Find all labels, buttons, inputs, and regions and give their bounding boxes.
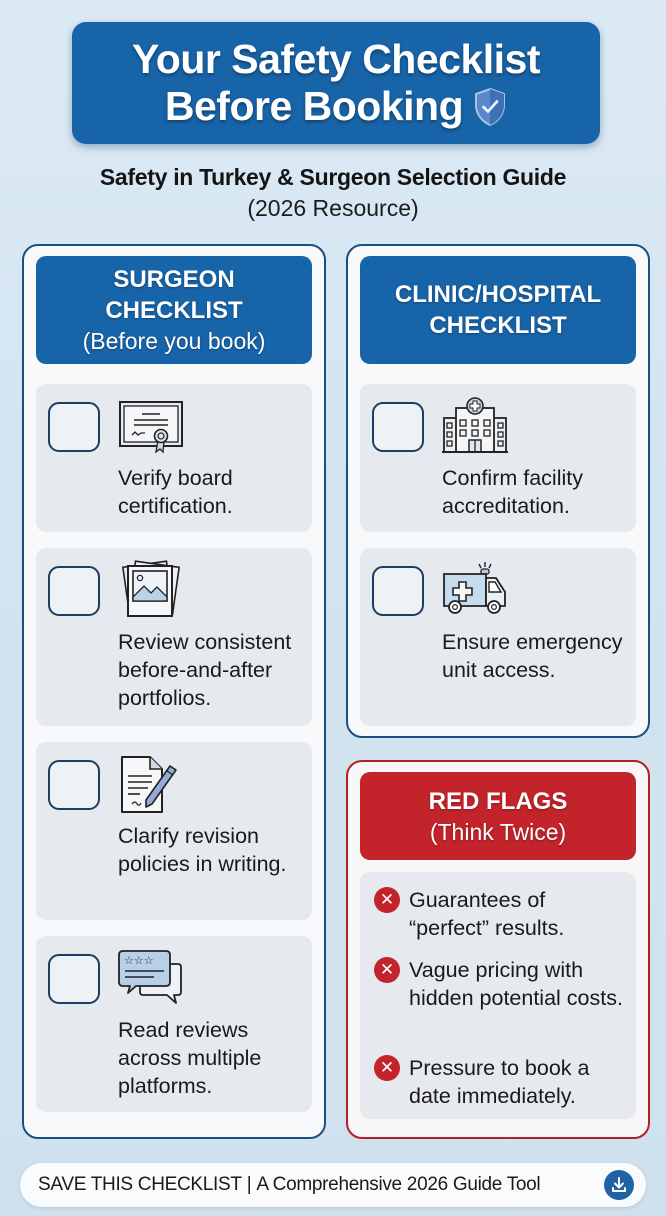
checklist-item-board-certification: Verify board certification. xyxy=(36,384,312,532)
checklist-item-text: Review consistent before-and-after portf… xyxy=(118,630,292,710)
checkbox[interactable] xyxy=(372,402,424,452)
checklist-item-portfolios: Review consistent before-and-after portf… xyxy=(36,548,312,726)
checkbox[interactable] xyxy=(48,402,100,452)
red-flags-title: RED FLAGS xyxy=(428,787,568,815)
clinic-checklist-panel: CLINIC/HOSPITAL CHECKLIST Confirm facili… xyxy=(346,244,650,738)
svg-text:☆☆☆: ☆☆☆ xyxy=(124,954,154,967)
checklist-item-reviews: ☆☆☆ Read reviews across multiple platfor… xyxy=(36,936,312,1112)
surgeon-checklist-title-1: SURGEON xyxy=(113,266,235,293)
x-circle-icon: ✕ xyxy=(374,957,400,983)
guide-subtitle: Safety in Turkey & Surgeon Selection Gui… xyxy=(99,164,567,190)
red-flag-item: ✕ Guarantees of “perfect” results. xyxy=(374,886,630,942)
title-banner: Your Safety Checklist Before Booking xyxy=(72,22,600,144)
checkbox[interactable] xyxy=(48,954,100,1004)
checklist-item-text: Ensure emergency unit access. xyxy=(442,630,623,682)
surgeon-checklist-title-2: CHECKLIST xyxy=(105,297,243,324)
save-checklist-label: SAVE THIS CHECKLIST xyxy=(38,1174,242,1195)
red-flag-item: ✕ Vague pricing with hidden potential co… xyxy=(374,956,630,1012)
x-circle-icon: ✕ xyxy=(374,1055,400,1081)
checklist-item-facility-accreditation: Confirm facility accreditation. xyxy=(360,384,636,532)
checklist-item-text: Read reviews across multiple platforms. xyxy=(118,1018,262,1098)
ambulance-icon xyxy=(443,562,506,614)
footer-separator: | xyxy=(246,1174,252,1195)
surgeon-checklist-panel: SURGEON CHECKLIST (Before you book) Veri… xyxy=(22,244,326,1139)
clinic-checklist-title-1: CLINIC/HOSPITAL xyxy=(394,281,602,308)
surgeon-checklist-subtitle: (Before you book) xyxy=(82,328,266,354)
checkbox[interactable] xyxy=(372,566,424,616)
red-flag-text: Pressure to book a date immediately. xyxy=(409,1056,590,1108)
reviews-chat-icon: ☆☆☆ xyxy=(118,950,182,1004)
red-flag-text: Vague pricing with hidden potential cost… xyxy=(409,958,623,1010)
red-flags-header: RED FLAGS (Think Twice) xyxy=(360,772,636,860)
hospital-building-icon xyxy=(442,397,508,453)
checklist-item-text: Verify board certification. xyxy=(118,466,233,518)
checkbox[interactable] xyxy=(48,566,100,616)
checkbox[interactable] xyxy=(48,760,100,810)
red-flags-panel: RED FLAGS (Think Twice) ✕ Guarantees of … xyxy=(346,760,650,1139)
clinic-checklist-header: CLINIC/HOSPITAL CHECKLIST xyxy=(360,256,636,364)
download-icon xyxy=(612,1177,626,1192)
guide-year-note: (2026 Resource) xyxy=(247,195,419,221)
download-button[interactable] xyxy=(604,1170,634,1200)
red-flag-item: ✕ Pressure to book a date immediately. xyxy=(374,1054,630,1110)
x-circle-icon: ✕ xyxy=(374,887,400,913)
checklist-item-text: Confirm facility accreditation. xyxy=(442,466,583,518)
photo-portfolio-icon xyxy=(121,560,181,617)
certificate-icon xyxy=(119,401,183,454)
title-line-1: Your Safety Checklist xyxy=(132,36,541,82)
checklist-item-revision-policies: Clarify revision policies in writing. xyxy=(36,742,312,920)
footer-bar: SAVE THIS CHECKLIST | A Comprehensive 20… xyxy=(20,1163,646,1207)
red-flags-list: ✕ Guarantees of “perfect” results. ✕ Vag… xyxy=(360,872,636,1119)
surgeon-checklist-header: SURGEON CHECKLIST (Before you book) xyxy=(36,256,312,364)
clinic-checklist-title-2: CHECKLIST xyxy=(429,312,567,339)
document-pen-icon xyxy=(121,756,177,813)
checklist-item-emergency-access: Ensure emergency unit access. xyxy=(360,548,636,726)
red-flag-text: Guarantees of “perfect” results. xyxy=(409,888,565,940)
title-line-2: Before Booking xyxy=(164,83,464,129)
checklist-item-text: Clarify revision policies in writing. xyxy=(118,824,287,876)
shield-check-icon xyxy=(475,87,506,126)
footer-tagline: A Comprehensive 2026 Guide Tool xyxy=(256,1174,541,1195)
red-flags-subtitle: (Think Twice) xyxy=(429,818,567,845)
